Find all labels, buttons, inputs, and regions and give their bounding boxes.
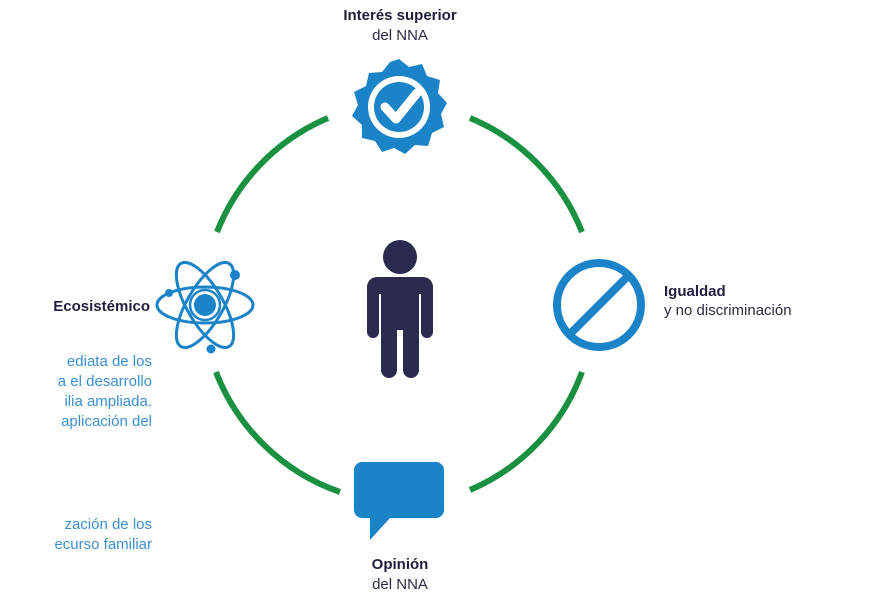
right-principle-title: Igualdad [664, 283, 726, 300]
top-principle-subtitle: del NNA [372, 27, 428, 44]
ring-arc-top-left [214, 115, 330, 234]
paragraph-line: aplicación del [61, 413, 152, 430]
left-paragraph-2: zación de los ecurso familiar [0, 515, 152, 555]
right-principle-subtitle: y no discriminación [664, 302, 792, 319]
paragraph-line: zación de los [64, 516, 152, 533]
ring-arc-top-right [468, 115, 585, 234]
child-person-icon [367, 240, 433, 378]
top-principle-title: Interés superior [343, 7, 457, 24]
paragraph-line: ilia ampliada. [64, 393, 152, 410]
verified-check-badge-icon [352, 59, 447, 154]
left-principle-label: Ecosistémico [40, 297, 150, 316]
bottom-principle-title: Opinión [371, 556, 429, 573]
ring-arc-bottom-right [468, 370, 585, 493]
paragraph-line: ecurso familiar [54, 536, 152, 553]
left-principle-title: Ecosistémico [53, 298, 150, 315]
paragraph-line: a el desarrollo [57, 373, 152, 390]
ring-arc-bottom-left [213, 370, 341, 495]
right-principle-label: Igualdad y no discriminación [664, 282, 792, 320]
left-paragraph-1: ediata de los a el desarrollo ilia ampli… [0, 352, 152, 432]
top-principle-label: Interés superior del NNA [0, 6, 800, 46]
speech-bubble-icon [354, 462, 444, 540]
bottom-principle-subtitle: del NNA [372, 576, 428, 593]
atom-icon [155, 260, 255, 354]
prohibited-circle-icon [553, 259, 645, 351]
ring [213, 115, 585, 495]
bottom-principle-label: Opinión del NNA [0, 555, 800, 595]
paragraph-line: ediata de los [66, 353, 152, 370]
